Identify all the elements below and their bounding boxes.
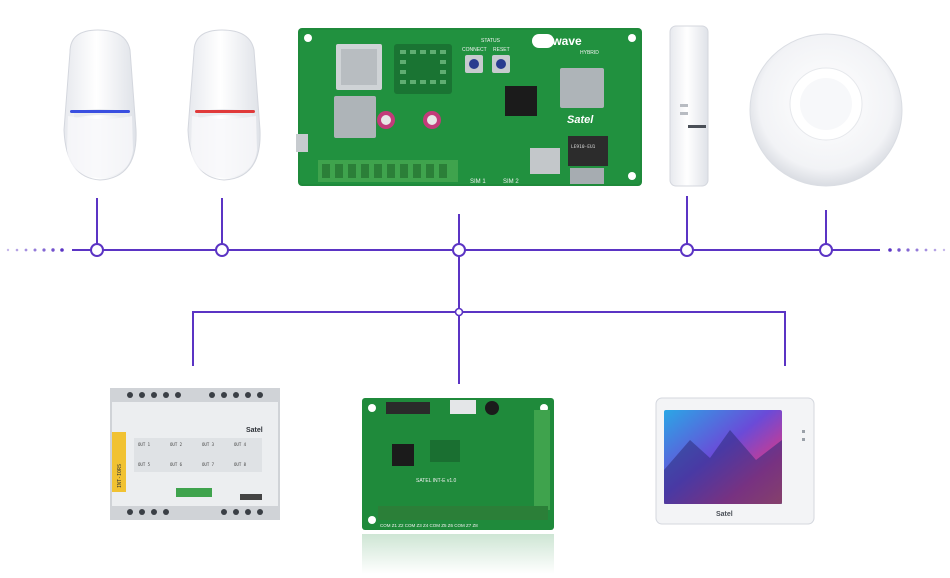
bus-nodes: [90, 243, 833, 317]
modem-label: LE910-EU1: [571, 144, 596, 150]
expander-terminals: COM Z1 Z2 COM Z3 Z4 COM Z5 Z6 COM Z7 Z8: [380, 523, 478, 528]
bus-lines: [72, 196, 880, 384]
expander-label: SATEL INT-E v1.0: [416, 478, 457, 484]
din-side-label: INT-IORS: [117, 464, 123, 488]
bewave-logo-badge: [532, 34, 554, 48]
din-out-2: OUT 2: [170, 442, 183, 447]
bewave-logo-sub: HYBRID: [580, 50, 599, 56]
connect-label: CONNECT: [462, 47, 487, 53]
din-out-8: OUT 8: [234, 462, 247, 467]
magnetic-contact-sensor: [669, 25, 709, 187]
sim1-label: SIM 1: [470, 179, 486, 185]
red-led-strip: [195, 110, 255, 113]
blue-led-strip: [70, 110, 130, 113]
reset-label: RESET: [493, 47, 510, 53]
node-pir-blue: [90, 243, 104, 257]
din-out-3: OUT 3: [202, 442, 215, 447]
node-round-sensor: [819, 243, 833, 257]
din-out-1: OUT 1: [138, 442, 151, 447]
touch-keypad-panel: Satel: [655, 397, 815, 525]
din-rail-io-module: INT-IORS Satel OUT 1 OUT 2 OUT 3 OUT 4 O…: [110, 388, 280, 520]
bewave-gateway-board: CONNECT RESET STATUS be wave HYBRID Sate…: [296, 28, 642, 186]
node-gateway: [452, 243, 466, 257]
sim2-label: SIM 2: [503, 179, 519, 185]
node-pir-red: [215, 243, 229, 257]
node-door-sensor: [680, 243, 694, 257]
node-branch-junction: [454, 307, 464, 317]
bus-dotted-end-right: [888, 248, 946, 252]
bewave-logo: be wave: [535, 34, 582, 48]
round-ceiling-sensor: [749, 33, 903, 187]
pir-motion-detector-blue: [63, 29, 137, 181]
bus-dotted-end-left: [6, 248, 64, 252]
din-side-label-strip: [112, 432, 126, 492]
expander-terminal-block-bottom: [378, 506, 548, 520]
expander-terminal-block-right: [534, 410, 550, 510]
satel-board-logo: Satel: [567, 114, 594, 126]
branch-line: [192, 311, 786, 366]
touch-panel-brand: Satel: [716, 511, 733, 518]
status-label: STATUS: [481, 38, 501, 44]
din-out-7: OUT 7: [202, 462, 215, 467]
pir-motion-detector-red: [187, 29, 261, 181]
zone-expander-board: SATEL INT-E v1.0 COM Z1 Z2 COM Z3 Z4 COM…: [362, 398, 554, 574]
din-out-4: OUT 4: [234, 442, 247, 447]
din-out-6: OUT 6: [170, 462, 183, 467]
din-brand: Satel: [246, 427, 263, 434]
din-out-5: OUT 5: [138, 462, 151, 467]
